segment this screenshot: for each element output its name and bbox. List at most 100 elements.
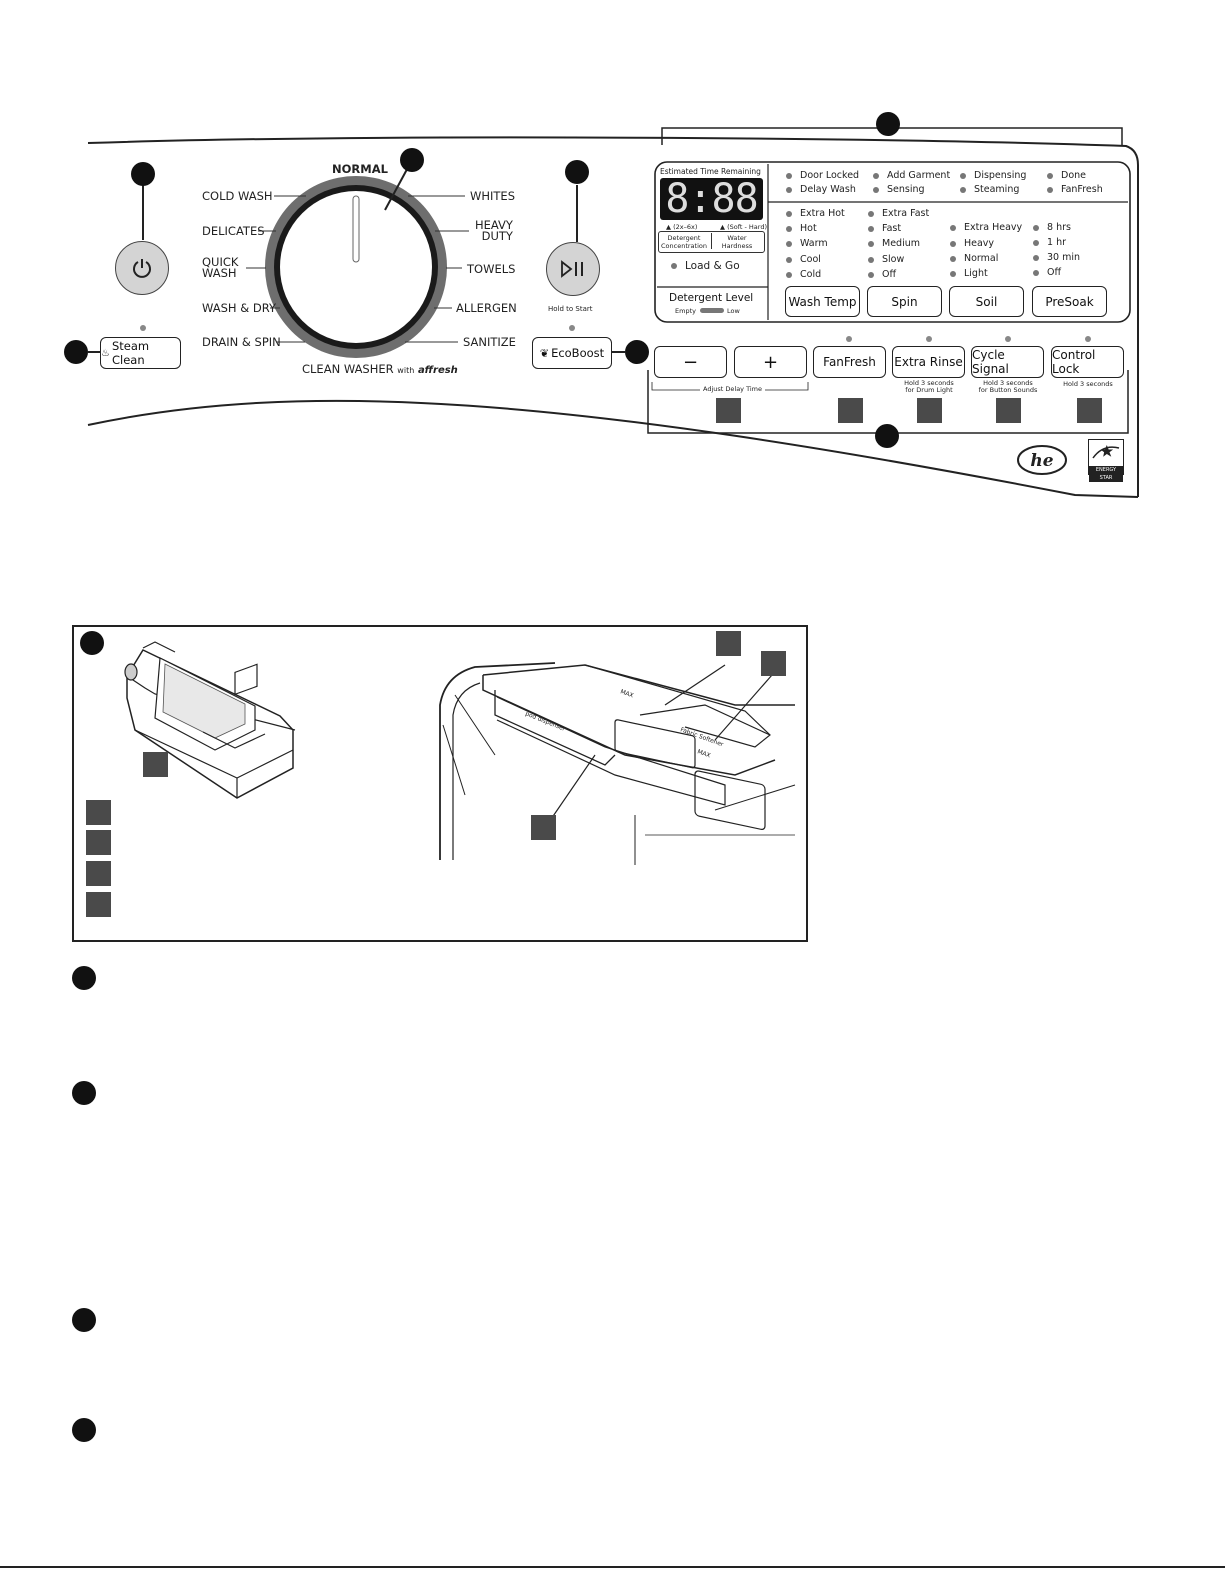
- callout-square-delay: [716, 398, 741, 423]
- presoak-30min: 30 min: [1033, 252, 1080, 263]
- fanfresh-button[interactable]: FanFresh: [813, 346, 886, 378]
- delay-minus-button[interactable]: −: [654, 346, 727, 378]
- extra-rinse-note: Hold 3 seconds for Drum Light: [904, 379, 954, 394]
- legend-square-3: [86, 861, 111, 886]
- section-dot-4: [72, 1418, 96, 1442]
- delay-plus-button[interactable]: +: [734, 346, 807, 378]
- callout-dot-dial: [400, 148, 424, 172]
- cycle-signal-note: Hold 3 seconds for Button Sounds: [978, 379, 1038, 394]
- section-dot-1: [72, 966, 96, 990]
- drawer-bulk-label: pod dispenser: [524, 710, 566, 733]
- callout-dot-power: [131, 162, 155, 186]
- spin-extra-fast: Extra Fast: [868, 208, 929, 219]
- hardness-hint: ▲ (Soft - Hard): [720, 223, 767, 231]
- status-fanfresh: FanFresh: [1047, 184, 1103, 195]
- wash-temp-warm: Warm: [786, 238, 828, 249]
- legend-square-2: [86, 830, 111, 855]
- det-low-label: Low: [727, 307, 740, 315]
- drawer-max-label-1: MAX: [619, 688, 634, 699]
- page-bottom-rule: [0, 1566, 1225, 1568]
- presoak-8hrs: 8 hrs: [1033, 222, 1071, 233]
- presoak-1hr: 1 hr: [1033, 237, 1066, 248]
- dial-label-clean-washer: CLEAN WASHER with affresh: [302, 362, 458, 376]
- fanfresh-led: [846, 336, 852, 342]
- det-empty-label: Empty: [675, 307, 696, 315]
- callout-square-fanfresh: [838, 398, 863, 423]
- dial-label-cold-wash: COLD WASH: [202, 189, 273, 203]
- section-dot-2: [72, 1081, 96, 1105]
- dial-label-wash-dry: WASH & DRY: [202, 301, 276, 315]
- play-pause-icon: [561, 260, 583, 278]
- callout-dot-options: [875, 424, 899, 448]
- dial-label-towels: TOWELS: [467, 262, 516, 276]
- control-lock-led: [1085, 336, 1091, 342]
- soil-light: Light: [950, 268, 988, 279]
- dial-label-whites: WHITES: [470, 189, 516, 203]
- soil-button[interactable]: Soil: [949, 286, 1024, 317]
- dial-label-sanitize: SANITIZE: [463, 335, 516, 349]
- conc-divider: [711, 233, 712, 249]
- ecoboost-button[interactable]: ❦EcoBoost: [532, 337, 612, 369]
- callout-square-pod: [143, 752, 168, 777]
- dispenser-figure-frame: [72, 625, 808, 942]
- callout-dot-dispenser: [80, 631, 104, 655]
- status-done: Done: [1047, 170, 1086, 181]
- dial-label-drain-spin: DRAIN & SPIN: [202, 335, 281, 349]
- concentration-hardness-box: [658, 231, 765, 253]
- status-add-garment: Add Garment: [873, 170, 950, 181]
- start-pause-button[interactable]: [546, 242, 600, 296]
- energy-star-logo: ENERGY STAR: [1088, 439, 1124, 482]
- detergent-level-label: Detergent Level: [669, 292, 754, 304]
- drawer-max-label-2: MAX: [696, 748, 711, 759]
- extra-rinse-led: [926, 336, 932, 342]
- hardness-label: Water Hardness: [721, 234, 753, 250]
- presoak-off: Off: [1033, 267, 1061, 278]
- load-go-indicator: Load & Go: [671, 260, 740, 272]
- control-panel-outline: [87, 127, 1139, 498]
- wash-temp-button[interactable]: Wash Temp: [785, 286, 860, 317]
- status-door-locked: Door Locked: [786, 170, 859, 181]
- status-steaming: Steaming: [960, 184, 1019, 195]
- dial-label-normal: NORMAL: [332, 162, 388, 176]
- status-delay-wash: Delay Wash: [786, 184, 856, 195]
- callout-square-drawer-2: [761, 651, 786, 676]
- spin-medium: Medium: [868, 238, 920, 249]
- callout-dot-start: [565, 160, 589, 184]
- dial-label-delicates: DELICATES: [202, 224, 265, 238]
- adjust-delay-label: Adjust Delay Time: [700, 385, 765, 393]
- ecoboost-led: [569, 325, 575, 331]
- callout-square-drawer-1: [716, 631, 741, 656]
- energy-star-text: ENERGY STAR: [1089, 466, 1123, 482]
- he-logo-text: he: [1030, 451, 1053, 471]
- callout-dot-steam: [64, 340, 88, 364]
- time-display: 8:88: [660, 178, 763, 220]
- control-lock-button[interactable]: Control Lock: [1051, 346, 1124, 378]
- presoak-button[interactable]: PreSoak: [1032, 286, 1107, 317]
- affresh-logo: affresh: [417, 365, 458, 376]
- control-lock-note: Hold 3 seconds: [1063, 380, 1113, 388]
- status-sensing: Sensing: [873, 184, 925, 195]
- cycle-signal-button[interactable]: Cycle Signal: [971, 346, 1044, 378]
- callout-square-drawer-3: [531, 815, 556, 840]
- spin-slow: Slow: [868, 254, 904, 265]
- cycle-signal-led: [1005, 336, 1011, 342]
- he-logo-icon: he: [1017, 445, 1067, 475]
- legend-square-4: [86, 892, 111, 917]
- steam-clean-button[interactable]: ♨Steam Clean: [100, 337, 181, 369]
- soil-heavy: Heavy: [950, 238, 994, 249]
- power-button[interactable]: [115, 241, 169, 295]
- callout-square-control-lock: [1077, 398, 1102, 423]
- power-icon: [133, 259, 151, 278]
- detergent-level-bar: [700, 308, 724, 313]
- spin-fast: Fast: [868, 223, 901, 234]
- spin-button[interactable]: Spin: [867, 286, 942, 317]
- callout-square-cycle-signal: [996, 398, 1021, 423]
- section-dot-3: [72, 1308, 96, 1332]
- energy-star-icon: [1092, 445, 1120, 459]
- soil-extra-heavy: Extra Heavy: [950, 222, 1022, 233]
- wash-temp-hot: Hot: [786, 223, 817, 234]
- extra-rinse-button[interactable]: Extra Rinse: [892, 346, 965, 378]
- dial-label-heavy-duty: HEAVY DUTY: [475, 218, 513, 243]
- legend-square-1: [86, 800, 111, 825]
- leaf-icon: ❦: [539, 346, 550, 360]
